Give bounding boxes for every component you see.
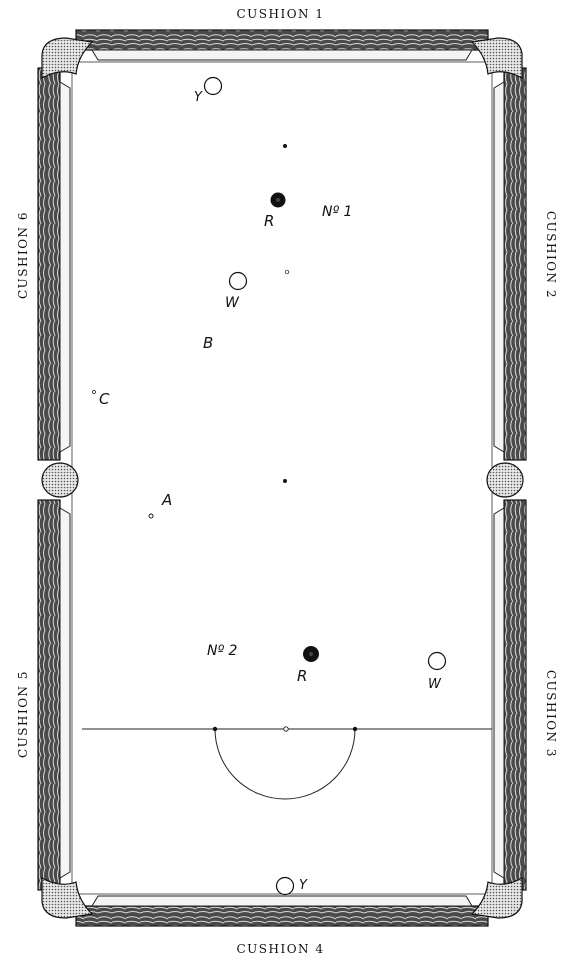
- pockets: [41, 37, 524, 919]
- d-left-spot: [212, 726, 218, 732]
- label-number-1: Nº 1: [322, 204, 352, 220]
- label-point-b: B: [203, 334, 213, 352]
- cushion-strip-bottom: [91, 895, 473, 907]
- label-yellow-top: Y: [194, 90, 203, 105]
- d-right-spot: [352, 726, 358, 732]
- rail-right-bottom: [503, 499, 527, 891]
- yellow-ball-bottom: [275, 876, 295, 896]
- rail-left-bottom: [37, 499, 61, 891]
- cushion-strip-right-top: [493, 81, 505, 453]
- pocket-middle-right: [486, 462, 524, 498]
- rail-bottom: [75, 905, 489, 927]
- cushion-strip-left-bottom: [59, 507, 71, 879]
- label-red-1: R: [264, 212, 274, 230]
- label-red-2: R: [297, 667, 307, 685]
- label-yellow-bottom: Y: [299, 878, 308, 893]
- centre-spot: [283, 479, 287, 483]
- label-point-c: C: [99, 390, 110, 408]
- label-white-1: W: [225, 295, 240, 311]
- baulk-d-semicircle: [214, 728, 356, 800]
- cushion-4-label: CUSHION 4: [236, 942, 325, 956]
- red-ball-2-highlight: [309, 652, 313, 656]
- rail-left-top: [37, 67, 61, 461]
- pyramid-spot: [284, 269, 290, 275]
- yellow-ball-top: [203, 76, 223, 96]
- cushion-strip-right-bottom: [493, 507, 505, 879]
- label-number-2: Nº 2: [207, 643, 238, 659]
- rail-top: [75, 29, 489, 51]
- cushion-1-label: CUSHION 1: [236, 7, 325, 21]
- label-white-2: W: [428, 677, 442, 692]
- pocket-top-right: [470, 37, 523, 80]
- point-c-marker: [92, 390, 96, 394]
- cushion-strip-top: [91, 49, 473, 61]
- pocket-middle-left: [41, 462, 79, 498]
- point-a-marker: [148, 513, 154, 519]
- pocket-top-left: [41, 37, 94, 80]
- rail-right-top: [503, 67, 527, 461]
- pocket-bottom-right: [470, 876, 523, 919]
- label-point-a: A: [161, 491, 172, 509]
- white-ball-1: [228, 271, 248, 291]
- billiard-spot: [283, 144, 287, 148]
- cushion-strip-left-top: [59, 81, 71, 453]
- playing-surface: [71, 61, 493, 895]
- white-ball-2: [427, 651, 447, 671]
- red-ball-1-highlight: [276, 198, 280, 202]
- baulk-spot: [283, 726, 289, 732]
- pocket-bottom-left: [41, 876, 94, 919]
